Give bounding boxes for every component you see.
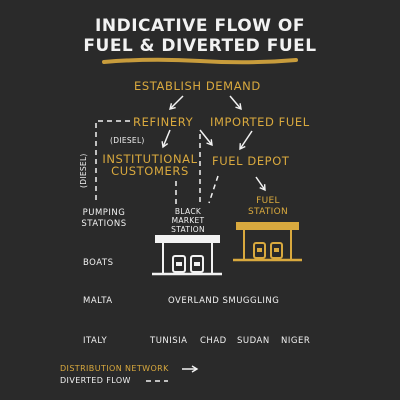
place-niger: NIGER — [281, 336, 311, 346]
legend-distribution-network: DISTRIBUTION NETWORK — [60, 364, 169, 373]
place-italy: ITALY — [83, 336, 108, 346]
node-institutional-customers-2: CUSTOMERS — [111, 164, 189, 178]
arrow-refinery-to-institutional — [161, 129, 171, 149]
arrow-depot-to-station — [255, 176, 266, 192]
edge-label-diesel-small: (DIESEL) — [110, 136, 145, 145]
node-black-market-1: BLACK — [174, 207, 202, 216]
title-line-2: FUEL & DIVERTED FUEL — [83, 36, 317, 56]
node-black-market-3: STATION — [171, 225, 205, 234]
node-refinery: REFINERY — [133, 115, 194, 129]
arrow-refinery-to-depot — [199, 129, 213, 147]
node-institutional-customers-1: INSTITUTIONAL — [102, 152, 198, 166]
edge-label-diesel-vertical: (DIESEL) — [79, 153, 88, 188]
black-market-station-icon — [152, 235, 222, 276]
title-underline — [102, 57, 298, 65]
place-chad: CHAD — [200, 336, 227, 346]
diverted-refinery-to-pumping — [95, 120, 130, 202]
arrow-demand-to-imported — [229, 95, 242, 111]
diverted-flow-lines — [95, 120, 219, 205]
node-pumping-stations-2: STATIONS — [81, 219, 127, 229]
legend-diverted-flow: DIVERTED FLOW — [60, 376, 131, 385]
node-establish-demand: ESTABLISH DEMAND — [134, 79, 261, 93]
node-black-market-2: MARKET — [171, 216, 205, 225]
place-sudan: SUDAN — [237, 336, 270, 346]
node-pumping-stations-1: PUMPING — [82, 208, 126, 218]
node-fuel-station-2: STATION — [247, 207, 289, 217]
fuel-station-icon — [233, 222, 302, 262]
node-fuel-station-1: FUEL — [256, 196, 280, 206]
place-tunisia: TUNISIA — [150, 336, 188, 346]
diverted-depot-to-blackmarket — [208, 175, 219, 204]
distribution-arrows — [161, 95, 266, 192]
place-malta: MALTA — [83, 296, 113, 306]
node-imported-fuel: IMPORTED FUEL — [210, 115, 310, 129]
place-boats: BOATS — [83, 258, 114, 268]
arrow-imported-to-depot — [239, 130, 253, 151]
title-line-1: INDICATIVE FLOW OF — [95, 16, 305, 36]
node-fuel-depot: FUEL DEPOT — [212, 154, 290, 168]
place-overland-smuggling: OVERLAND SMUGGLING — [168, 296, 280, 306]
arrow-demand-to-refinery — [169, 95, 184, 110]
